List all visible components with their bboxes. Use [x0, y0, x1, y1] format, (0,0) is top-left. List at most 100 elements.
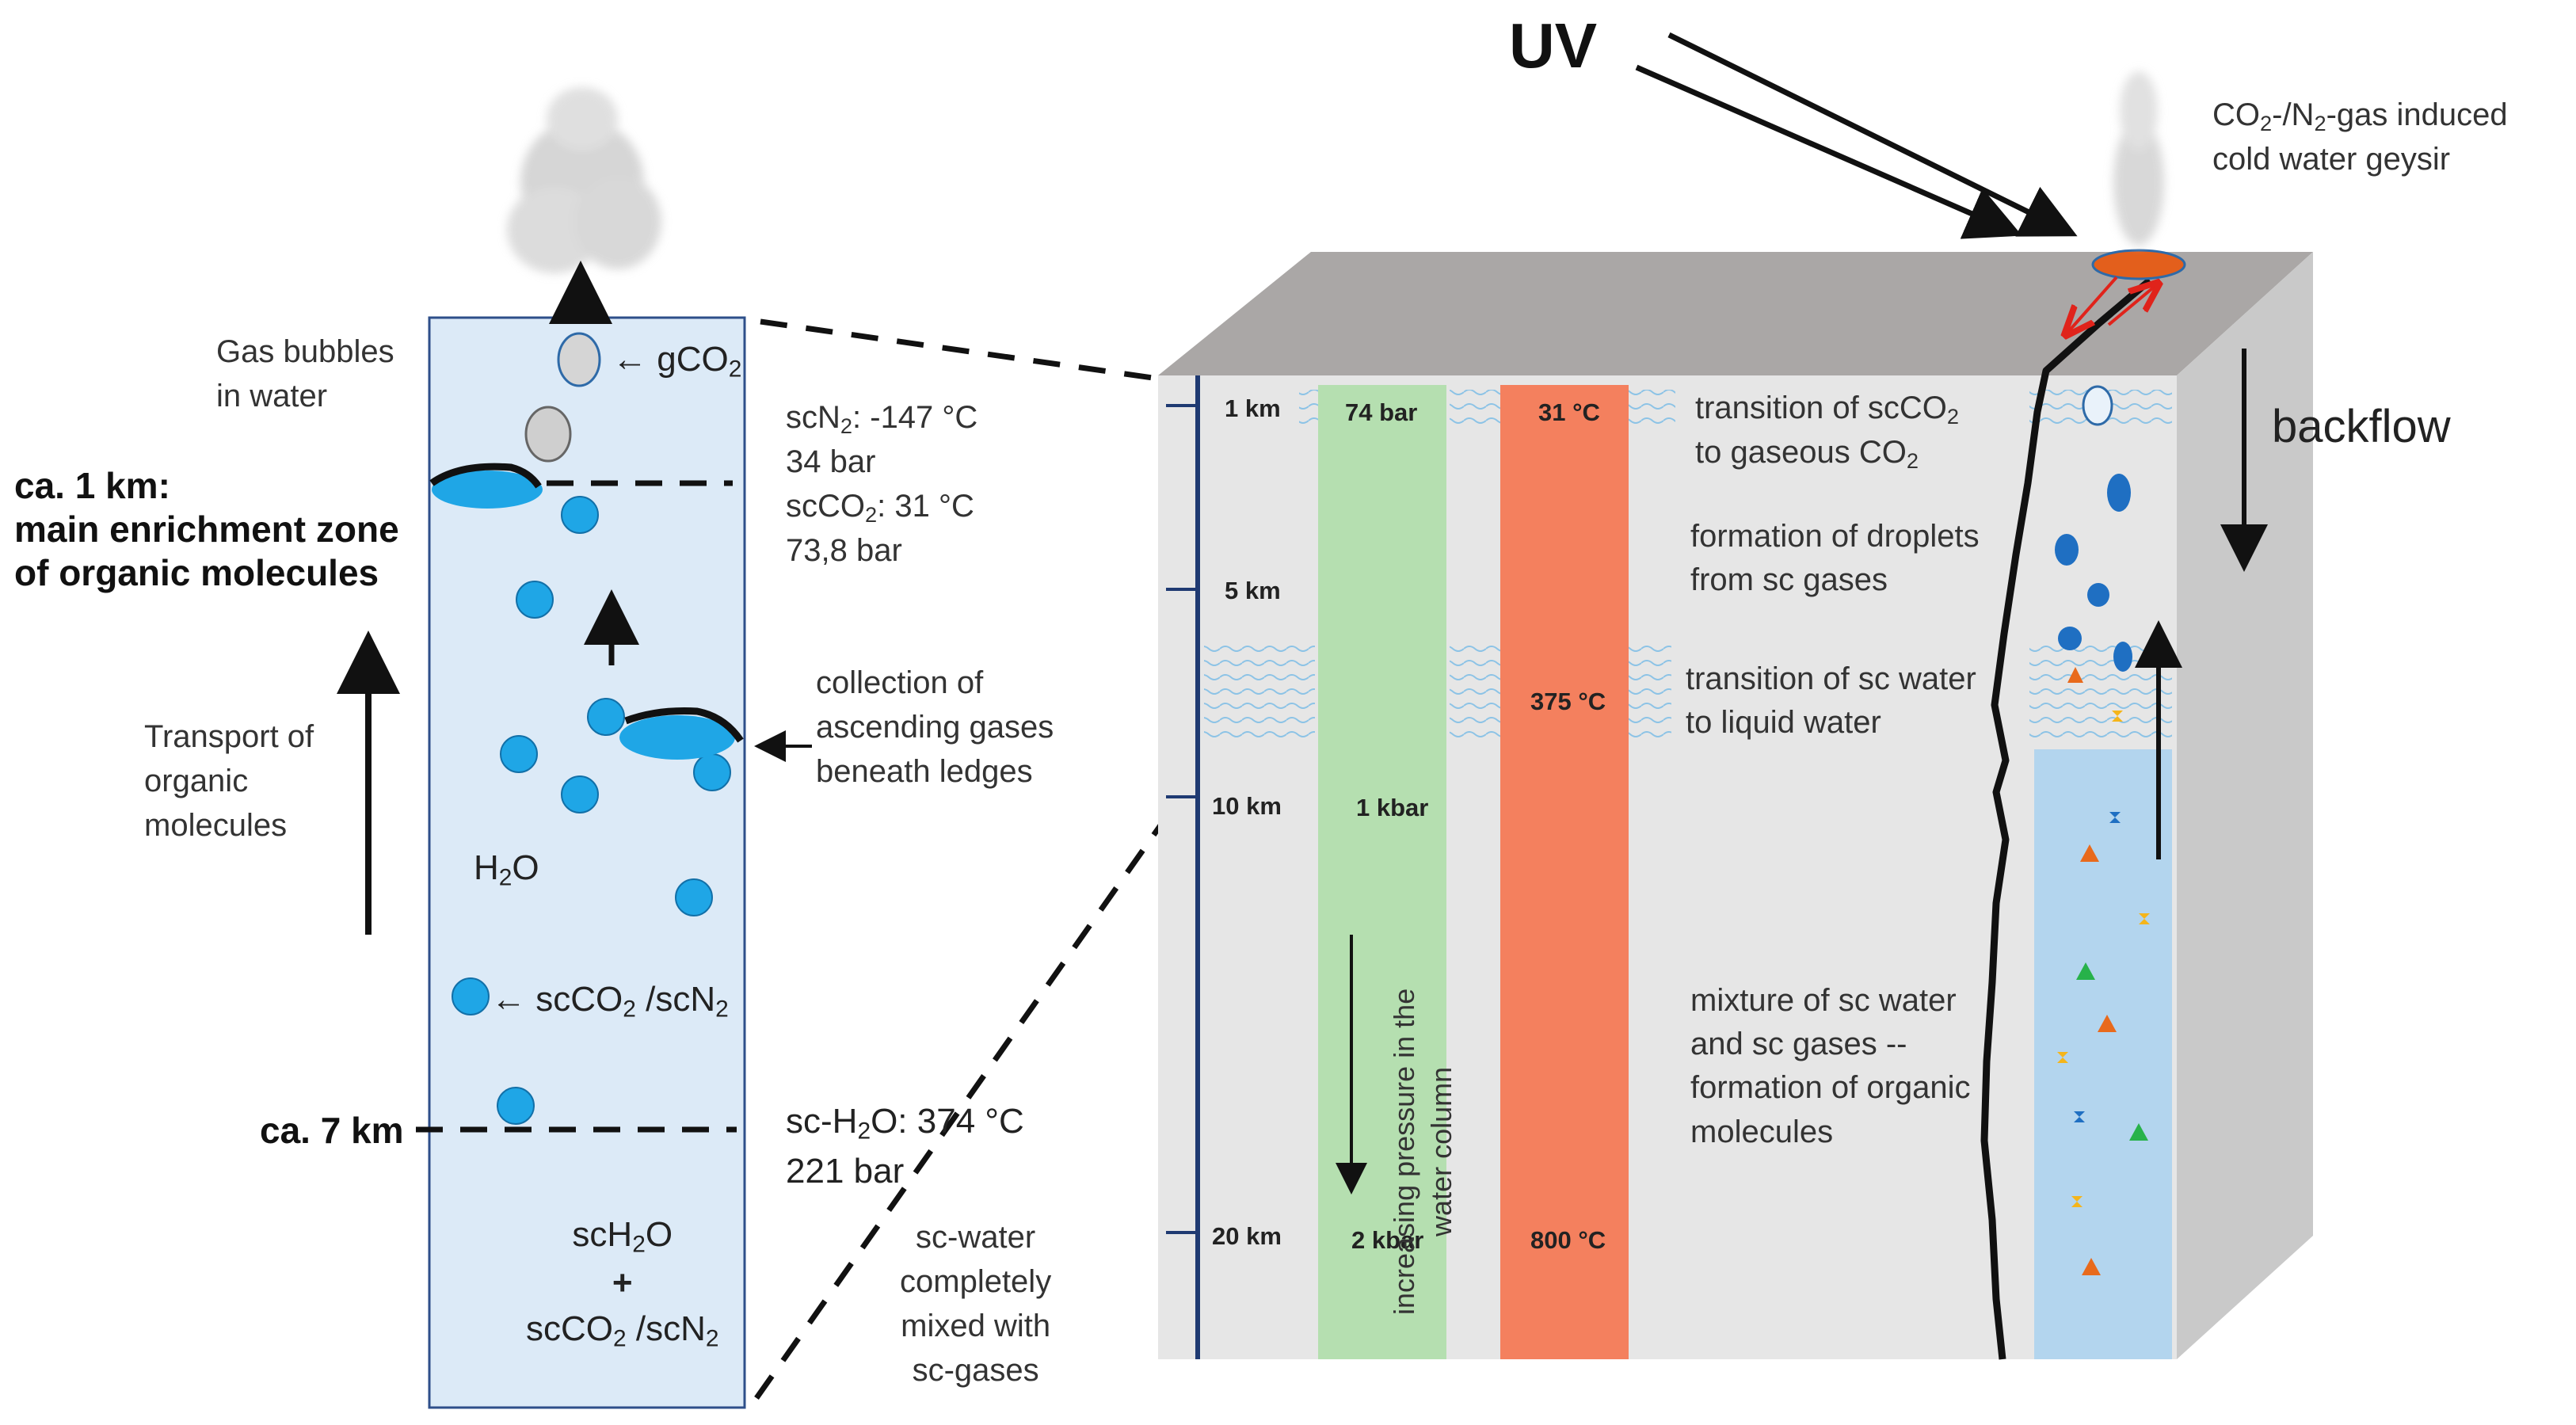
- sc-h2o-pressure: 221 bar: [786, 1151, 905, 1191]
- sc-h2o-sub: 2: [857, 1118, 871, 1145]
- geysir-label-n2: -/N: [2272, 97, 2315, 132]
- fracture: [1980, 277, 2152, 1360]
- pressure-band: [1318, 385, 1446, 1359]
- t4-c: formation of organic: [1690, 1070, 1971, 1106]
- temperature-label: 800 °C: [1530, 1226, 1606, 1254]
- t1-a: transition of scCO: [1695, 391, 1947, 425]
- critical-points-label: scN2: -147 °C 34 bar scCO2: 31 °C 73,8 b…: [786, 396, 977, 573]
- depth-label: 1 km: [1225, 394, 1281, 422]
- geysir-label-co2: CO: [2212, 97, 2260, 132]
- transition-band-water: [2029, 642, 2172, 740]
- enrichment-line3: of organic molecules: [14, 552, 379, 594]
- scn2-temp: : -147 °C: [852, 400, 978, 435]
- gas-bubble: [524, 406, 572, 463]
- transition-band-co2: [1628, 390, 1675, 431]
- ledge-gas-pocket: [432, 471, 543, 509]
- t4-b: and sc gases --: [1690, 1027, 1907, 1062]
- depth-label: 20 km: [1212, 1222, 1282, 1250]
- uv-label: UV: [1509, 10, 1598, 81]
- gco2-label: ← gCO2: [612, 342, 741, 381]
- sc-gases-sub1: 2: [623, 996, 636, 1023]
- collection-line2: ascending gases: [816, 710, 1054, 745]
- droplets-right: [2055, 474, 2132, 672]
- gas-bubbles-line2: in water: [216, 379, 328, 413]
- t1-sub1: 2: [1946, 403, 1960, 429]
- pressure-axis-line1: increasing pressure in the: [1388, 988, 1420, 1315]
- geysir-sub: 2: [2314, 110, 2326, 135]
- mix-h2o-sub: 2: [632, 1231, 646, 1258]
- mix-n2-sub: 2: [705, 1325, 719, 1352]
- h2o-o: O: [512, 848, 539, 887]
- geysir-water-column: [2034, 749, 2172, 1359]
- block-side: [2177, 252, 2313, 1359]
- ledge: [624, 707, 744, 743]
- sc-h2o-temp: O: 374 °C: [871, 1102, 1024, 1141]
- geysir-label-line2: cold water geysir: [2212, 142, 2451, 177]
- gco2-sub: 2: [728, 356, 742, 383]
- mixed-line4: sc-gases: [912, 1353, 1039, 1388]
- collection-line3: beneath ledges: [816, 754, 1033, 789]
- scco2-sub: 2: [865, 501, 878, 527]
- h2o-sub: 2: [498, 864, 513, 891]
- collection-label: collection of ascending gases beneath le…: [816, 661, 1054, 794]
- pressure-axis-line2: water column: [1424, 1066, 1458, 1236]
- transport-label: Transport of organic molecules: [144, 714, 314, 848]
- zoom-line-top: [760, 318, 1159, 382]
- mixed-label: sc-water completely mixed with sc-gases: [900, 1215, 1051, 1393]
- pressure-label: 2 kbar: [1351, 1226, 1424, 1254]
- h2o-label: H2O: [474, 851, 539, 890]
- backflow-label: backflow: [2272, 401, 2451, 452]
- depth-ticks: [1166, 404, 1198, 1234]
- geysir-label: CO2-/N2-gas induced cold water geysir: [2212, 93, 2508, 182]
- transport-line2: organic: [144, 764, 249, 798]
- sc-gases-label: ← scCO2 /scN2: [491, 982, 729, 1021]
- sc-h2o-name: sc-H: [786, 1102, 858, 1141]
- gas-bubbles-line1: Gas bubbles: [216, 334, 394, 369]
- gas-plume-left: [507, 87, 661, 273]
- transport-line3: molecules: [144, 808, 288, 843]
- mix-n2: /scN: [626, 1309, 706, 1348]
- sc-water-critical-label: sc-H2O: 374 °C 221 bar: [786, 1098, 1024, 1194]
- transition-band-water: [1628, 642, 1671, 740]
- transport-line1: Transport of: [144, 719, 314, 754]
- enrichment-line2: main enrichment zone: [14, 509, 399, 551]
- t4-d: molecules: [1690, 1114, 1834, 1149]
- mix-h2o-o: O: [645, 1215, 673, 1254]
- scn2-pressure: 34 bar: [786, 444, 876, 480]
- t2-a: formation of droplets: [1690, 519, 1980, 554]
- flow-arrow-up: [2107, 285, 2156, 326]
- temperature-label: 31 °C: [1538, 398, 1600, 426]
- t1-b: to gaseous CO: [1695, 435, 1907, 471]
- mix-plus: +: [612, 1263, 633, 1303]
- geysir-label-rest: -gas induced: [2326, 97, 2508, 132]
- mixed-line1: sc-water: [916, 1220, 1036, 1255]
- t2-b: from sc gases: [1690, 562, 1888, 598]
- mix-co2-sub: 2: [613, 1325, 627, 1352]
- depth-label: 10 km: [1212, 792, 1282, 820]
- transition-co2-label: transition of scCO2 to gaseous CO2: [1695, 387, 1959, 476]
- depth-label: 5 km: [1225, 577, 1281, 604]
- bottom-mix-label: scH2O + scCO2 /scN2: [526, 1212, 719, 1355]
- gco2-text: ← gCO: [612, 340, 729, 379]
- mixed-line3: mixed with: [901, 1309, 1051, 1343]
- t3-b: to liquid water: [1686, 705, 1881, 741]
- block-top: [1158, 252, 2313, 375]
- gas-bubble: [557, 332, 601, 387]
- scn2-sub: 2: [840, 413, 853, 438]
- depth-7km-label: ca. 7 km: [260, 1110, 404, 1151]
- temperature-label: 375 °C: [1530, 688, 1606, 715]
- uv-rays: [1635, 32, 2078, 239]
- scco2-temp: : 31 °C: [877, 488, 974, 524]
- scco2-name: scCO: [786, 488, 865, 524]
- zoom-line-bottom: [754, 788, 1187, 1400]
- gas-bubbles-label: Gas bubbles in water: [216, 330, 394, 418]
- enrichment-zone-label: ca. 1 km: main enrichment zone of organi…: [14, 464, 399, 596]
- transition-band-water: [1204, 642, 1315, 740]
- ledge: [429, 463, 542, 489]
- pressure-label: 74 bar: [1345, 398, 1418, 426]
- ledge-gas-pocket: [619, 715, 735, 760]
- gas-bubble: [2082, 385, 2113, 426]
- mixed-line2: completely: [900, 1264, 1052, 1299]
- t3-a: transition of sc water: [1686, 661, 1976, 696]
